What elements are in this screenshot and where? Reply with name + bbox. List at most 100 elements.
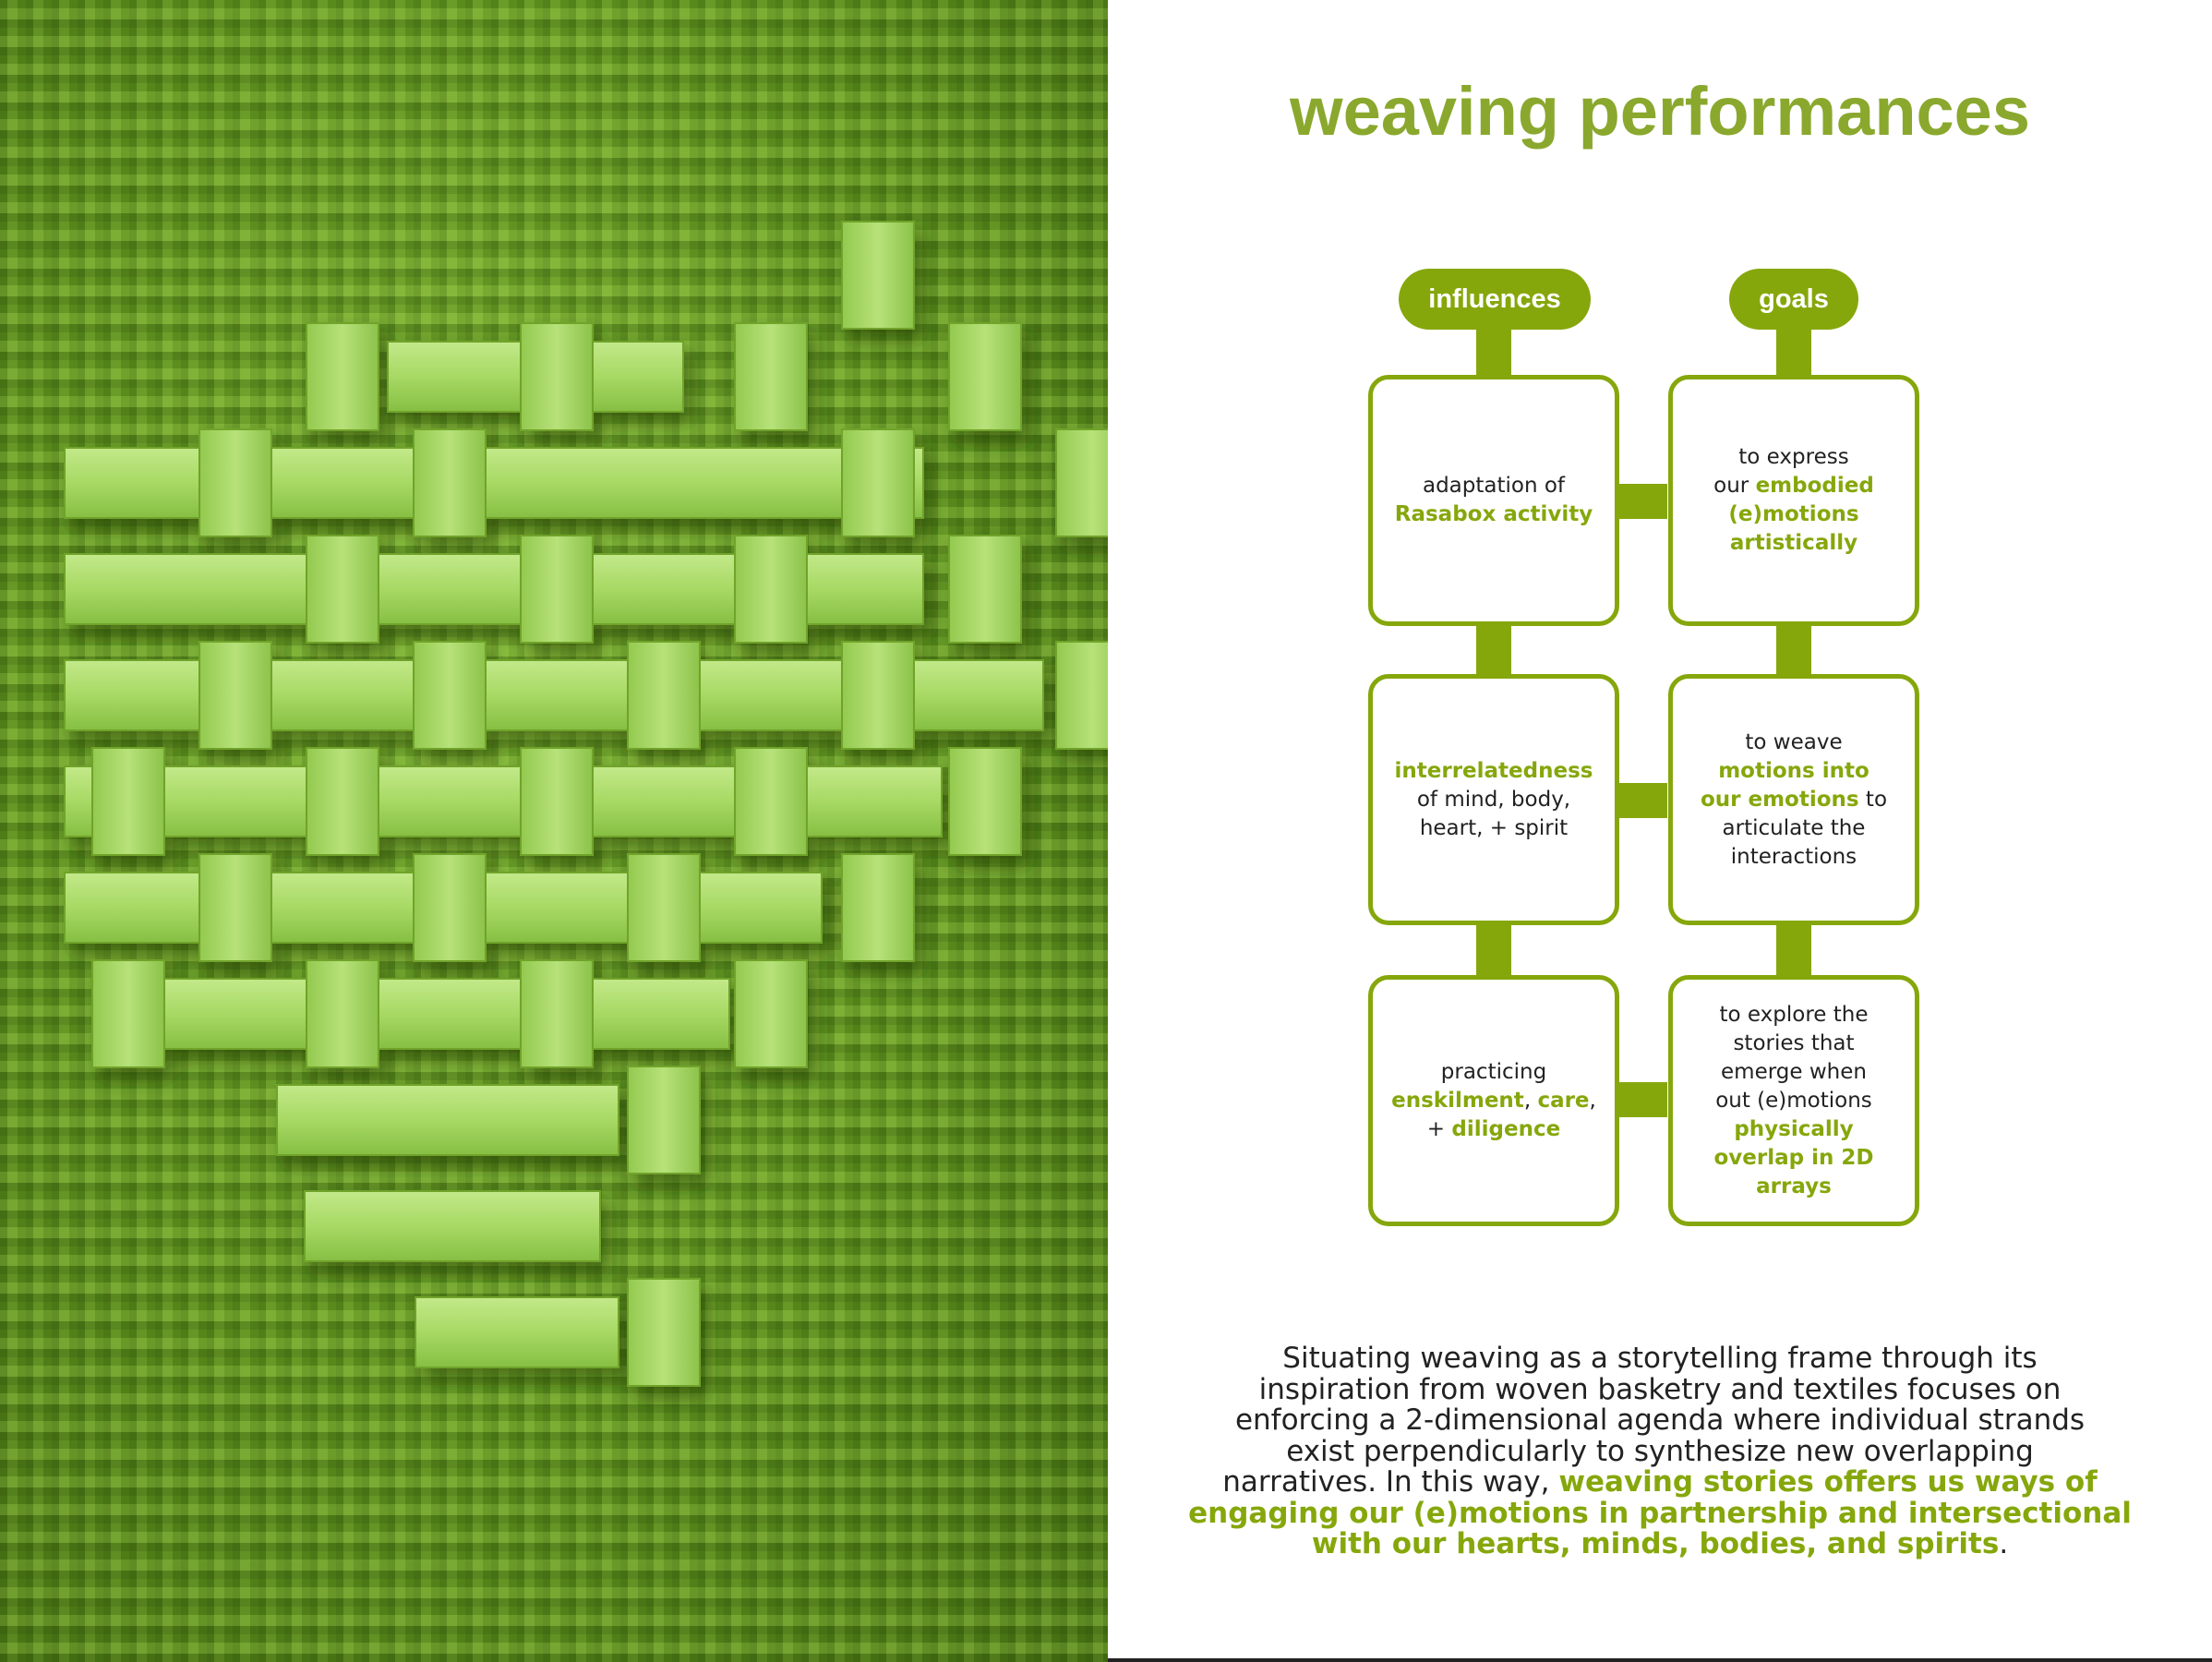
highlight-text: overlap in 2D <box>1713 1145 1874 1170</box>
weft-strip <box>64 765 943 837</box>
warp-strip <box>198 428 272 537</box>
warp-strip <box>91 959 165 1068</box>
body-text: practicing <box>1440 1059 1547 1084</box>
text-block: to express our embodied (e)motions artistic… <box>1713 443 1874 558</box>
warp-strip <box>413 428 487 537</box>
goals-header: goals <box>1729 269 1858 330</box>
body-text: adaptation of <box>1422 474 1566 498</box>
highlight-text: physically <box>1734 1116 1854 1141</box>
highlight-text: enskilment <box>1391 1088 1524 1113</box>
text-block: adaptation of Rasabox activity <box>1395 472 1593 529</box>
body-text: to weave <box>1745 729 1843 754</box>
warp-strip <box>91 747 165 856</box>
warp-strip <box>841 221 915 330</box>
connector-influences-2-3 <box>1476 925 1511 981</box>
highlight-text: Rasabox activity <box>1394 502 1593 526</box>
body-text: enforcing a 2-dimensional agenda where i… <box>1234 1403 2086 1437</box>
warp-strip <box>841 641 915 750</box>
highlight-text: engaging our (e)motions in partnership a… <box>1188 1496 2132 1530</box>
body-text: narratives. In this way, <box>1222 1465 1559 1499</box>
basket-weave-illustration <box>64 221 1108 1387</box>
warp-strip <box>306 747 379 856</box>
highlight-text: interrelatedness <box>1394 758 1593 783</box>
warp-strip <box>627 1066 701 1174</box>
body-text: exist perpendicularly to synthesize new … <box>1286 1434 2034 1468</box>
connector-goals-2-3 <box>1776 925 1811 981</box>
woven-strips-image <box>0 0 1108 1662</box>
highlight-text: artistically <box>1729 531 1858 555</box>
text-block: to weave motions into our emotions to artic… <box>1701 729 1887 872</box>
highlight-text: motions into <box>1718 758 1869 783</box>
body-text: interactions <box>1730 844 1857 869</box>
goal-box-weave: to weave motions into our emotions to artic… <box>1668 674 1919 925</box>
body-text: emerge when <box>1721 1059 1867 1084</box>
connector-row-1 <box>1619 484 1667 519</box>
highlight-text: (e)motions <box>1728 502 1859 526</box>
warp-strip <box>520 322 594 431</box>
goal-box-explore: to explore the stories that emerge when out… <box>1668 975 1919 1226</box>
weft-strip <box>91 978 730 1050</box>
body-text: to express <box>1738 445 1849 469</box>
warp-strip <box>627 641 701 750</box>
body-text: our <box>1713 474 1756 498</box>
connector-row-3 <box>1619 1082 1667 1117</box>
warp-strip <box>841 853 915 962</box>
connector-goals-1-2 <box>1776 626 1811 681</box>
warp-strip <box>734 322 808 431</box>
weft-strip <box>304 1190 601 1262</box>
highlight-text: our emotions <box>1700 787 1859 812</box>
bottom-rule <box>1108 1658 2212 1662</box>
goal-box-express: to express our embodied (e)motions artistic… <box>1668 375 1919 626</box>
body-text: articulate the <box>1722 815 1866 840</box>
warp-strip <box>734 747 808 856</box>
highlight-text: embodied <box>1755 474 1874 498</box>
warp-strip <box>948 535 1022 644</box>
warp-strip <box>520 747 594 856</box>
warp-strip <box>734 959 808 1068</box>
warp-strip <box>306 959 379 1068</box>
influences-header: influences <box>1399 269 1591 330</box>
connector-influences-header <box>1476 323 1511 377</box>
weft-strip <box>64 447 924 519</box>
connector-influences-1-2 <box>1476 626 1511 681</box>
highlight-text: arrays <box>1756 1174 1832 1198</box>
warp-strip <box>841 428 915 537</box>
text-block: interrelatedness of mind, body, heart, + s… <box>1395 757 1593 843</box>
body-text: heart, + spirit <box>1419 815 1569 840</box>
text-block: Situating weaving as a storytelling fram… <box>1188 1342 2132 1560</box>
body-text: , <box>1589 1088 1596 1113</box>
warp-strip <box>198 641 272 750</box>
warp-strip <box>306 535 379 644</box>
description-paragraph: Situating weaving as a storytelling fram… <box>1182 1343 2138 1560</box>
warp-strip <box>520 959 594 1068</box>
body-text: to <box>1858 787 1888 812</box>
warp-strip <box>1055 641 1108 750</box>
body-text: of mind, body, <box>1416 787 1571 812</box>
text-block: to explore the stories that emerge when out… <box>1714 1001 1874 1201</box>
warp-strip <box>948 747 1022 856</box>
warp-strip <box>627 1278 701 1387</box>
body-text: out (e)motions <box>1715 1088 1872 1113</box>
body-text: inspiration from woven basketry and text… <box>1258 1372 2062 1406</box>
body-text: stories that <box>1733 1030 1855 1055</box>
warp-strip <box>198 853 272 962</box>
body-text: , <box>1523 1088 1538 1113</box>
influence-box-rasabox: adaptation of Rasabox activity <box>1368 375 1619 626</box>
highlight-text: with our hearts, minds, bodies, and spir… <box>1311 1527 2000 1560</box>
warp-strip <box>948 322 1022 431</box>
body-text: . <box>1999 1527 2009 1560</box>
warp-strip <box>413 853 487 962</box>
page-title: weaving performances <box>1290 73 2030 150</box>
highlight-text: diligence <box>1451 1116 1561 1141</box>
body-text: Situating weaving as a storytelling fram… <box>1282 1342 2038 1375</box>
highlight-text: weaving stories offers us ways of <box>1558 1465 2098 1499</box>
diagram-panel: weaving performances influences goals ad… <box>1108 0 2212 1662</box>
connector-row-2 <box>1619 783 1667 818</box>
influence-box-interrelatedness: interrelatedness of mind, body, heart, + s… <box>1368 674 1619 925</box>
warp-strip <box>520 535 594 644</box>
body-text: to explore the <box>1719 1002 1869 1027</box>
connector-goals-header <box>1776 323 1811 377</box>
weft-strip <box>276 1084 619 1156</box>
weft-strip <box>415 1296 619 1368</box>
